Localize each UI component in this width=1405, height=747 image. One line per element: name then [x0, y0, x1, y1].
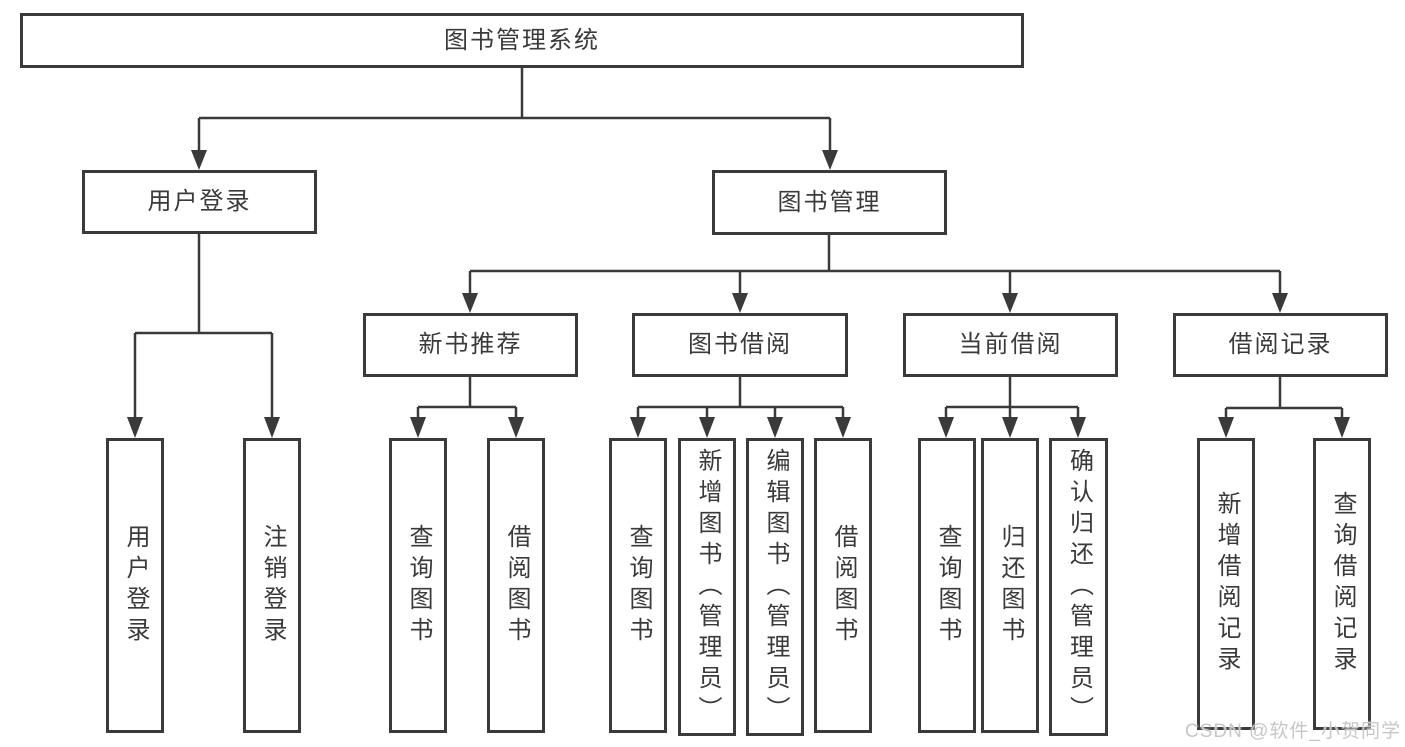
- leaf-logout: 注销登录: [243, 438, 301, 733]
- arrowheads-bookborrow-leaves: [630, 417, 851, 438]
- edge-currentborrow-to-leaves: [944, 377, 1080, 420]
- leaf-borrow-books-label: 借阅图书: [830, 523, 857, 648]
- edge-root-to-level2: [197, 68, 832, 152]
- node-borrow-records-label: 借阅记录: [1228, 331, 1333, 358]
- leaf-add-book-admin: 新增图书（管理员）: [678, 438, 736, 736]
- node-user-login-branch: 用户登录: [82, 170, 317, 234]
- leaf-query-books-recommend-label: 查询图书: [405, 523, 432, 648]
- arrowheads-userlogin-leaves: [127, 417, 280, 438]
- leaf-query-books-borrow: 查询图书: [609, 438, 667, 733]
- node-new-book-recommend-label: 新书推荐: [418, 331, 523, 358]
- edge-userlogin-to-leaves: [133, 234, 274, 420]
- leaf-query-books-current: 查询图书: [918, 438, 976, 733]
- leaf-user-login: 用户登录: [106, 438, 164, 733]
- arrowheads-level2: [191, 150, 838, 170]
- edge-bookmgmt-to-level3: [468, 235, 1282, 295]
- leaf-query-books-borrow-label: 查询图书: [625, 523, 652, 648]
- leaf-query-borrow-record: 查询借阅记录: [1313, 438, 1371, 730]
- leaf-logout-label: 注销登录: [259, 523, 286, 648]
- node-book-management-branch-label: 图书管理: [777, 188, 882, 216]
- arrowheads-records-leaves: [1218, 417, 1350, 438]
- leaf-add-borrow-record-label: 新增借阅记录: [1213, 491, 1240, 677]
- leaf-return-books: 归还图书: [981, 438, 1039, 733]
- leaf-borrow-books-recommend: 借阅图书: [487, 438, 545, 733]
- leaf-borrow-books: 借阅图书: [814, 438, 872, 733]
- arrowheads-currentborrow-leaves: [938, 417, 1086, 438]
- leaf-borrow-books-recommend-label: 借阅图书: [503, 523, 530, 648]
- leaf-edit-book-admin: 编辑图书（管理员）: [746, 438, 804, 736]
- node-book-management-branch: 图书管理: [712, 170, 947, 235]
- arrowheads-newbook-leaves: [410, 417, 524, 438]
- node-current-borrow-label: 当前借阅: [958, 331, 1063, 358]
- edge-newbook-to-leaves: [416, 377, 518, 420]
- node-root: 图书管理系统: [20, 13, 1024, 68]
- node-book-borrow: 图书借阅: [632, 313, 848, 377]
- leaf-query-borrow-record-label: 查询借阅记录: [1329, 491, 1356, 677]
- edge-records-to-leaves: [1224, 377, 1344, 420]
- node-new-book-recommend: 新书推荐: [363, 313, 578, 377]
- leaf-query-books-current-label: 查询图书: [934, 523, 961, 648]
- leaf-user-login-label: 用户登录: [122, 523, 149, 648]
- node-book-borrow-label: 图书借阅: [688, 331, 792, 358]
- node-user-login-branch-label: 用户登录: [147, 188, 252, 215]
- leaf-add-borrow-record: 新增借阅记录: [1197, 438, 1255, 730]
- leaf-query-books-recommend: 查询图书: [389, 438, 447, 733]
- leaf-confirm-return-admin-label: 确认归还（管理员）: [1065, 447, 1093, 727]
- edge-bookborrow-to-leaves: [636, 377, 845, 420]
- leaf-edit-book-admin-label: 编辑图书（管理员）: [762, 447, 789, 727]
- csdn-watermark: CSDN @软件_小贺同学: [1185, 721, 1401, 742]
- node-current-borrow: 当前借阅: [903, 313, 1118, 377]
- node-borrow-records: 借阅记录: [1173, 313, 1388, 377]
- arrowheads-level3: [462, 293, 1288, 313]
- leaf-confirm-return-admin: 确认归还（管理员）: [1049, 438, 1108, 736]
- leaf-return-books-label: 归还图书: [997, 523, 1024, 648]
- node-root-label: 图书管理系统: [444, 26, 600, 54]
- leaf-add-book-admin-label: 新增图书（管理员）: [694, 447, 721, 727]
